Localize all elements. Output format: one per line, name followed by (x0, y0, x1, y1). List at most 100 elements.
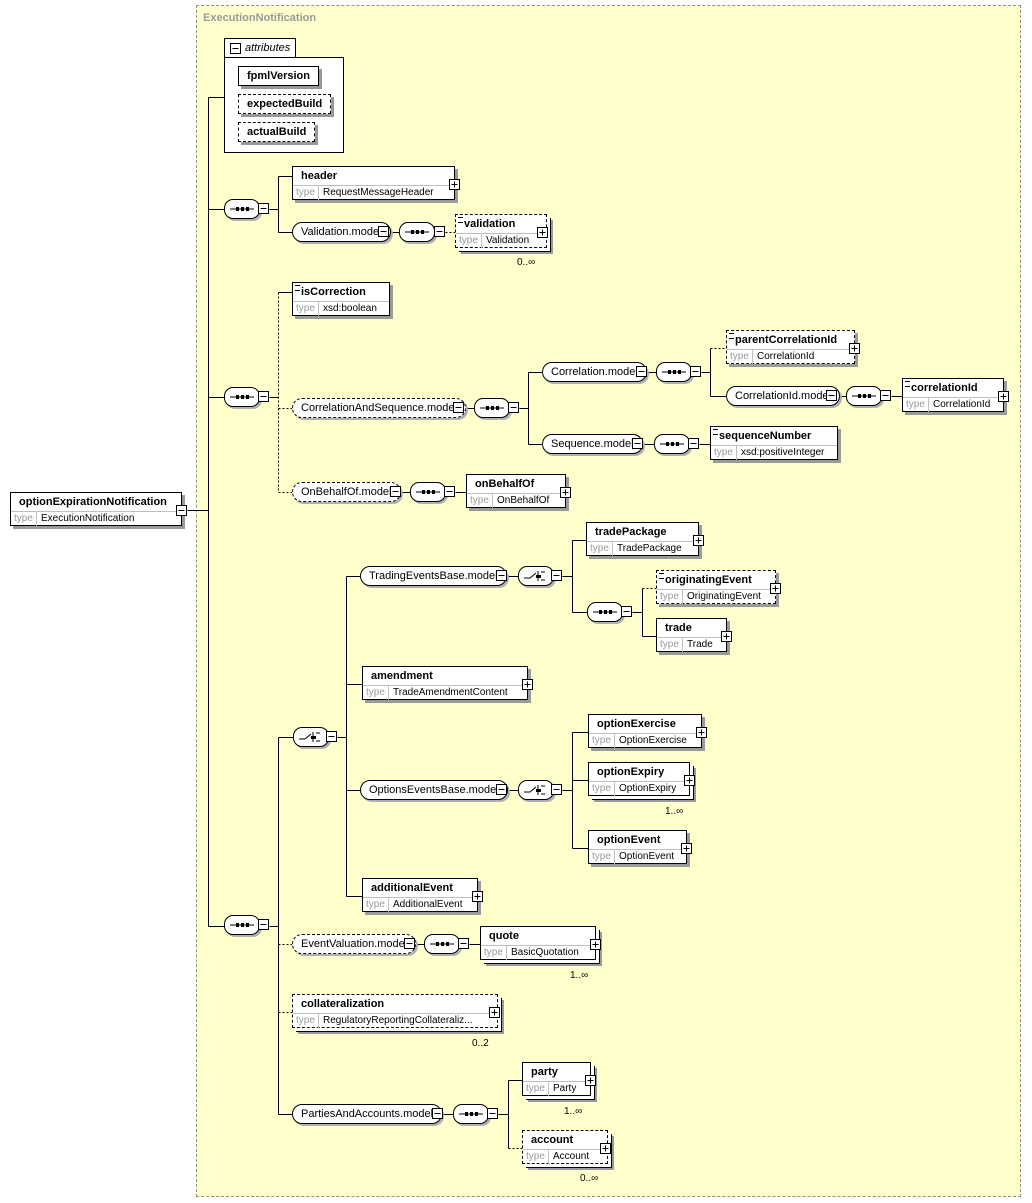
documentation-icon (713, 429, 718, 435)
element-option-exercise[interactable]: optionExercise type OptionExercise (588, 714, 702, 748)
group-correlation-and-sequence-model[interactable]: CorrelationAndSequence.model (292, 398, 466, 418)
collapse-icon[interactable] (688, 438, 699, 449)
choice-compositor[interactable] (518, 566, 554, 586)
expand-icon[interactable] (770, 583, 781, 594)
collapse-icon[interactable] (458, 938, 469, 949)
element-on-behalf-of[interactable]: onBehalfOf type OnBehalfOf (466, 474, 566, 508)
sequence-compositor-2[interactable] (224, 387, 260, 407)
collapse-icon[interactable] (258, 919, 269, 930)
element-name: originatingEvent (665, 574, 752, 586)
collapse-icon[interactable] (496, 570, 507, 581)
element-validation[interactable]: validation type Validation (455, 214, 547, 248)
group-validation-model[interactable]: Validation.model (292, 222, 391, 242)
expand-icon[interactable] (560, 487, 571, 498)
collapse-icon[interactable] (826, 390, 837, 401)
sequence-compositor[interactable] (424, 934, 460, 954)
attributes-tab[interactable]: attributes (224, 38, 296, 58)
choice-compositor[interactable] (518, 780, 554, 800)
expand-icon[interactable] (449, 179, 460, 190)
element-account[interactable]: account type Account (522, 1130, 608, 1164)
group-on-behalf-of-model[interactable]: OnBehalfOf.model (292, 482, 401, 502)
element-type: OptionExpiry (615, 781, 689, 796)
element-collateralization[interactable]: collateralization type RegulatoryReporti… (292, 994, 498, 1028)
collapse-icon[interactable] (390, 486, 401, 497)
attribute-actual-build[interactable]: actualBuild (238, 122, 316, 142)
choice-compositor[interactable] (293, 727, 329, 747)
expand-icon[interactable] (489, 1007, 500, 1018)
group-sequence-model[interactable]: Sequence.model (542, 434, 643, 454)
element-header[interactable]: header type RequestMessageHeader (292, 166, 455, 200)
collapse-icon[interactable] (551, 570, 562, 581)
element-type: Account (549, 1149, 607, 1164)
element-party[interactable]: party type Party (522, 1062, 591, 1096)
expand-icon[interactable] (600, 1143, 611, 1154)
collapse-icon[interactable] (621, 606, 632, 617)
collapse-icon[interactable] (880, 390, 891, 401)
type-label: type (293, 185, 319, 200)
collapse-icon[interactable] (432, 1108, 443, 1119)
element-additional-event[interactable]: additionalEvent type AdditionalEvent (362, 878, 478, 912)
expand-icon[interactable] (684, 775, 695, 786)
sequence-compositor[interactable] (587, 602, 623, 622)
expand-icon[interactable] (590, 939, 601, 950)
collapse-icon[interactable] (636, 366, 647, 377)
group-trading-events-base-model[interactable]: TradingEventsBase.model (360, 566, 507, 586)
collapse-icon[interactable] (487, 1108, 498, 1119)
collapse-icon[interactable] (508, 402, 519, 413)
sequence-compositor[interactable] (656, 362, 692, 382)
attribute-fpml-version[interactable]: fpmlVersion (238, 66, 319, 86)
expand-icon[interactable] (849, 343, 860, 354)
collapse-icon[interactable] (176, 505, 187, 516)
sequence-compositor[interactable] (399, 222, 435, 242)
collapse-icon[interactable] (326, 731, 337, 742)
expand-icon[interactable] (721, 631, 732, 642)
collapse-icon[interactable] (690, 366, 701, 377)
collapse-icon[interactable] (632, 438, 643, 449)
sequence-compositor[interactable] (654, 434, 690, 454)
element-name: onBehalfOf (475, 478, 535, 490)
attribute-expected-build[interactable]: expectedBuild (238, 94, 332, 114)
collapse-icon[interactable] (496, 784, 507, 795)
collapse-icon[interactable] (404, 938, 415, 949)
expand-icon[interactable] (537, 227, 548, 238)
element-correlation-id[interactable]: correlationId type CorrelationId (902, 378, 1004, 412)
expand-icon[interactable] (585, 1075, 596, 1086)
element-trade[interactable]: trade type Trade (656, 618, 727, 652)
element-name: optionExpiry (597, 766, 665, 778)
sequence-compositor[interactable] (846, 386, 882, 406)
collapse-icon[interactable] (444, 486, 455, 497)
collapse-icon[interactable] (258, 391, 269, 402)
collapse-icon[interactable] (551, 784, 562, 795)
collapse-icon[interactable] (378, 226, 389, 237)
expand-icon[interactable] (693, 535, 704, 546)
element-parent-correlation-id[interactable]: parentCorrelationId type CorrelationId (726, 330, 855, 364)
expand-icon[interactable] (998, 391, 1009, 402)
collapse-icon[interactable] (453, 402, 464, 413)
element-option-expiry[interactable]: optionExpiry type OptionExpiry (588, 762, 690, 796)
element-quote[interactable]: quote type BasicQuotation (480, 926, 596, 960)
sequence-compositor-1[interactable] (224, 199, 260, 219)
element-option-event[interactable]: optionEvent type OptionEvent (588, 830, 687, 864)
group-correlation-model[interactable]: Correlation.model (542, 362, 647, 382)
group-options-events-base-model[interactable]: OptionsEventsBase.model (360, 780, 508, 800)
collapse-attributes-icon[interactable] (230, 43, 241, 54)
expand-icon[interactable] (696, 727, 707, 738)
sequence-compositor[interactable] (410, 482, 446, 502)
expand-icon[interactable] (681, 843, 692, 854)
element-sequence-number[interactable]: sequenceNumber type xsd:positiveInteger (710, 426, 838, 460)
element-is-correction[interactable]: isCorrection type xsd:boolean (292, 282, 390, 316)
root-element[interactable]: optionExpirationNotification type Execut… (10, 492, 182, 526)
expand-icon[interactable] (472, 891, 483, 902)
element-originating-event[interactable]: originatingEvent type OriginatingEvent (656, 570, 776, 604)
group-correlation-id-model[interactable]: CorrelationId.model (726, 386, 840, 406)
element-amendment[interactable]: amendment type TradeAmendmentContent (362, 666, 528, 700)
sequence-compositor[interactable] (474, 398, 510, 418)
sequence-compositor[interactable] (453, 1104, 489, 1124)
collapse-icon[interactable] (434, 226, 445, 237)
expand-icon[interactable] (522, 679, 533, 690)
element-trade-package[interactable]: tradePackage type TradePackage (586, 522, 699, 556)
group-parties-and-accounts-model[interactable]: PartiesAndAccounts.model (292, 1104, 443, 1124)
sequence-compositor-3[interactable] (224, 915, 260, 935)
collapse-icon[interactable] (258, 203, 269, 214)
group-event-valuation-model[interactable]: EventValuation.model (292, 934, 417, 954)
